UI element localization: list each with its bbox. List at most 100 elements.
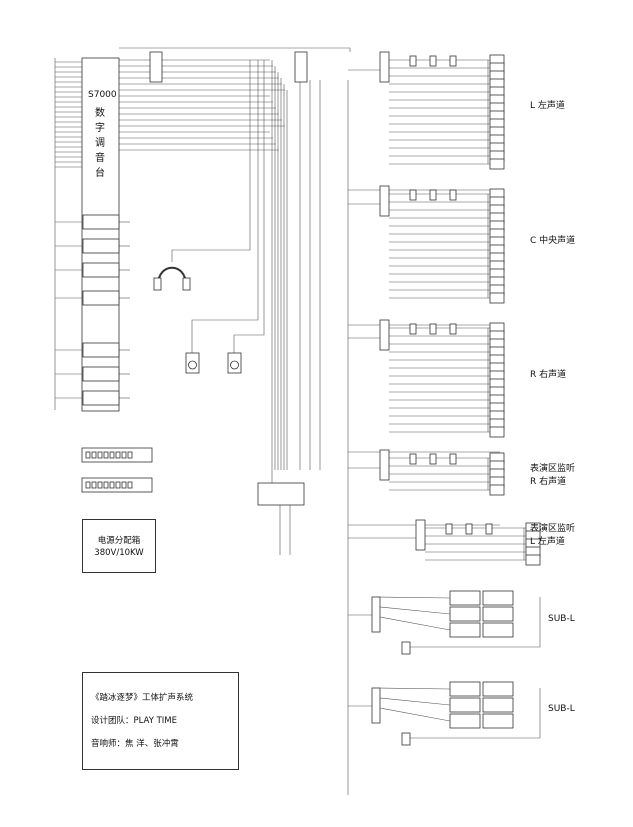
sub-1-feed bbox=[379, 606, 451, 615]
monitor-l-speaker-4 bbox=[525, 554, 541, 566]
peripheral-device-5 bbox=[82, 366, 120, 382]
array-c-amp-2 bbox=[449, 189, 457, 201]
headphones-right-cup bbox=[182, 277, 191, 291]
sub-2-amp bbox=[401, 732, 411, 746]
switch-port bbox=[97, 451, 103, 459]
top-trunk bbox=[119, 47, 351, 52]
peripheral-device-2 bbox=[82, 262, 120, 278]
array-c-processor bbox=[379, 185, 390, 217]
sub-1-cab-1-1 bbox=[482, 606, 514, 622]
array-c-amp-1 bbox=[429, 189, 437, 201]
monitor-feed-wire bbox=[233, 60, 265, 353]
switch-port bbox=[85, 451, 91, 459]
monitor-l-amp-1 bbox=[465, 523, 473, 535]
peripheral-device-3 bbox=[82, 290, 120, 306]
array-l-amp-0 bbox=[409, 55, 417, 67]
sub-2-cab-2-0 bbox=[449, 713, 481, 729]
sub-2-cab-0-0 bbox=[449, 681, 481, 697]
channel-label-r: R 右声道 bbox=[530, 370, 567, 380]
monitor-l-processor bbox=[415, 519, 426, 551]
credit-project: 《踏冰逐梦》工体扩声系统 bbox=[91, 693, 194, 703]
channel-label-c: C 中央声道 bbox=[530, 236, 576, 246]
console-model: S7000 bbox=[88, 90, 117, 100]
monitor-l-amp-0 bbox=[445, 523, 453, 535]
sub-2-feed bbox=[379, 707, 451, 722]
switch-port bbox=[115, 481, 121, 489]
console-output-interface bbox=[149, 51, 163, 83]
power-distribution-box: 电源分配箱 380V/10KW bbox=[82, 519, 156, 573]
switch-port bbox=[85, 481, 91, 489]
switch-port bbox=[121, 481, 127, 489]
sub-2-cab-1-0 bbox=[449, 697, 481, 713]
monitor-r-processor bbox=[379, 449, 390, 481]
sub-1-cab-0-1 bbox=[482, 590, 514, 606]
switch-port bbox=[127, 481, 133, 489]
monitor-r-amp-0 bbox=[409, 453, 417, 465]
monitor-r-speaker-4 bbox=[489, 484, 505, 496]
sub-1-processor bbox=[371, 596, 381, 633]
sub-1-cab-2-0 bbox=[449, 622, 481, 638]
power-line2: 380V/10KW bbox=[94, 548, 144, 558]
sub-2-cab-0-1 bbox=[482, 681, 514, 697]
channel-label-l: L 左声道 bbox=[530, 101, 565, 111]
peripheral-device-1 bbox=[82, 238, 120, 254]
monitor-r-amp-1 bbox=[429, 453, 437, 465]
studio-monitor-woofer-0 bbox=[188, 360, 197, 370]
sub-1-return bbox=[410, 597, 541, 648]
distribution-unit bbox=[257, 482, 305, 506]
peripheral-device-6 bbox=[82, 390, 120, 406]
sub-1-cab-2-1 bbox=[482, 622, 514, 638]
headphones-band bbox=[157, 266, 187, 286]
console-subtitle: 数字调音台 bbox=[95, 108, 105, 179]
credit-team: 设计团队：PLAY TIME bbox=[91, 716, 178, 726]
array-l-speaker-13 bbox=[489, 158, 505, 170]
array-l-amp-1 bbox=[429, 55, 437, 67]
array-c-amp-0 bbox=[409, 189, 417, 201]
switch-port bbox=[127, 451, 133, 459]
switch-port bbox=[109, 451, 115, 459]
sub-1-feed bbox=[379, 616, 451, 631]
sub-2-feed bbox=[379, 697, 451, 706]
sub-2-processor bbox=[371, 687, 381, 724]
peripheral-device-0 bbox=[82, 214, 120, 230]
monitor-l-label-line2: L 左声道 bbox=[530, 537, 565, 547]
equipment-boxes bbox=[81, 51, 541, 746]
switch-port bbox=[103, 451, 109, 459]
peripheral-device-4 bbox=[82, 342, 120, 358]
array-r-amp-2 bbox=[449, 323, 457, 335]
sub-2-return bbox=[410, 688, 541, 739]
switch-port bbox=[97, 481, 103, 489]
array-r-amp-0 bbox=[409, 323, 417, 335]
switch-port bbox=[103, 481, 109, 489]
monitor-r-label-line2: R 右声道 bbox=[530, 477, 567, 487]
credit-engineer: 音响师：焦 洋、张冲霄 bbox=[91, 739, 179, 749]
sub-1-feed bbox=[379, 596, 451, 599]
sub-1-amp bbox=[401, 641, 411, 655]
switch-port bbox=[121, 451, 127, 459]
array-r-processor bbox=[379, 319, 390, 351]
credits-box: 《踏冰逐梦》工体扩声系统 设计团队：PLAY TIME 音响师：焦 洋、张冲霄 bbox=[82, 672, 239, 770]
switch-port bbox=[115, 451, 121, 459]
headphones-feed-wire bbox=[171, 60, 251, 262]
array-r-amp-1 bbox=[429, 323, 437, 335]
headphones-left-cup bbox=[153, 277, 162, 291]
sub-1-cab-1-0 bbox=[449, 606, 481, 622]
monitor-feed-wire bbox=[191, 60, 259, 353]
power-line1: 电源分配箱 bbox=[97, 536, 141, 546]
monitor-r-label-line1: 表演区监听 bbox=[530, 464, 576, 474]
monitor-r-amp-2 bbox=[449, 453, 457, 465]
switch-port bbox=[91, 451, 97, 459]
sub-1-cab-0-0 bbox=[449, 590, 481, 606]
sub-2-feed bbox=[379, 687, 451, 690]
sub-label-1: SUB-L bbox=[548, 614, 575, 624]
monitor-l-amp-2 bbox=[485, 523, 493, 535]
trunk-interface bbox=[294, 51, 308, 83]
sub-2-cab-1-1 bbox=[482, 697, 514, 713]
studio-monitor-woofer-1 bbox=[230, 360, 239, 370]
array-r-speaker-13 bbox=[489, 426, 505, 438]
array-l-amp-2 bbox=[449, 55, 457, 67]
sub-2-cab-2-1 bbox=[482, 713, 514, 729]
sub-label-2: SUB-L bbox=[548, 704, 575, 714]
array-l-processor bbox=[379, 51, 390, 83]
